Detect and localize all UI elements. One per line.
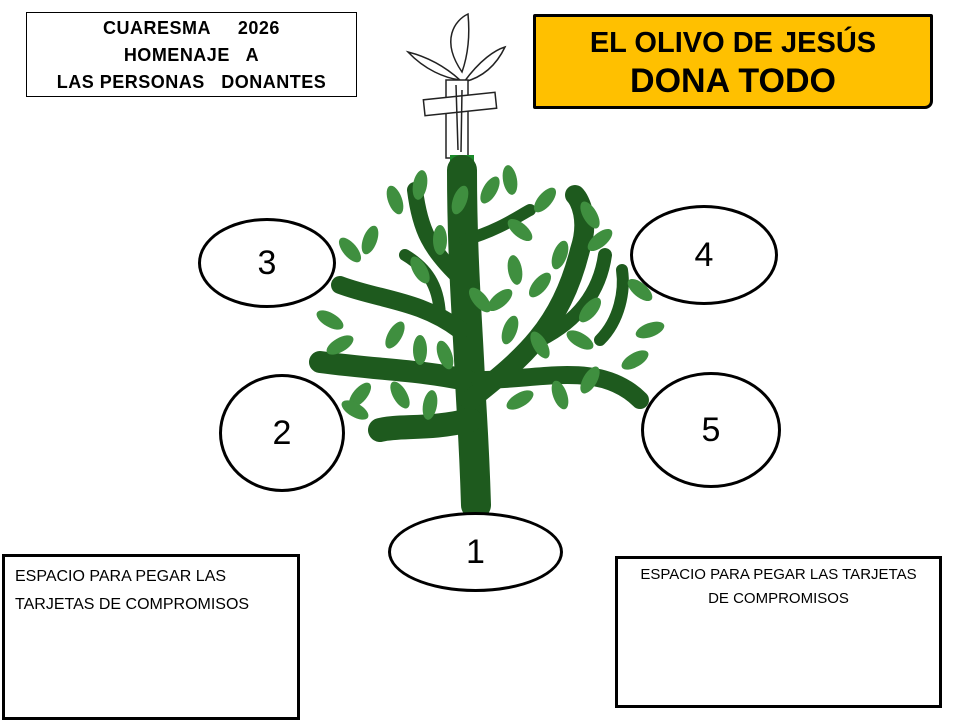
oval-number: 1: [466, 532, 485, 571]
leaf-icon: [385, 321, 405, 349]
leaf-icon: [433, 225, 447, 255]
leaf-icon: [551, 380, 569, 410]
leaf-icon: [507, 218, 533, 242]
leaf-icon: [341, 400, 369, 420]
leaf-icon: [580, 366, 600, 394]
leaf-icon: [551, 240, 569, 270]
leaf-icon: [566, 330, 594, 350]
title-line-2: HOMENAJE A: [123, 45, 260, 65]
oval-number: 2: [272, 413, 292, 452]
leaf-icon: [627, 278, 653, 302]
banner-subtitle: DONA TODO: [630, 62, 836, 100]
leaf-icon: [348, 382, 372, 408]
card-label-left: ESPACIO PARA PEGAR LAS TARJETAS DE COMPR…: [15, 568, 250, 613]
donor-oval-2: 2: [219, 374, 345, 492]
leaf-icon: [578, 297, 602, 323]
leaf-icon: [386, 185, 404, 215]
oval-number: 4: [694, 235, 714, 274]
commitment-cards-area-right: ESPACIO PARA PEGAR LAS TARJETAS DE COMPR…: [615, 556, 942, 708]
leaf-icon: [533, 187, 557, 213]
leaf-icon: [502, 165, 518, 195]
scroll-banner: EL OLIVO DE JESÚS DONA TODO: [533, 14, 933, 109]
leaf-icon: [436, 340, 454, 370]
donor-oval-1: 1: [388, 512, 563, 592]
leaf-icon: [422, 390, 438, 420]
leaf-icon: [451, 185, 469, 215]
leaf-icon: [361, 225, 379, 255]
leaf-icon: [413, 335, 427, 365]
leaf-icon: [412, 170, 428, 200]
leaf-icon: [635, 321, 665, 339]
title-line-1: CUARESMA 2026: [103, 18, 280, 38]
leaf-icon: [621, 350, 649, 370]
leaf-icon: [410, 256, 430, 284]
cross-sprout-icon: [405, 12, 507, 159]
leaf-icon: [528, 272, 552, 298]
leaf-icon: [530, 331, 550, 359]
leaf-icon: [501, 315, 519, 345]
leaf-icon: [487, 288, 513, 312]
leaf-icon: [580, 201, 600, 229]
leaf-icon: [480, 176, 500, 204]
leaf-icon: [316, 310, 344, 330]
donor-oval-5: 5: [641, 372, 781, 488]
tree-leaves: [316, 165, 665, 420]
donor-oval-4: 4: [630, 205, 778, 305]
tree-branches: [309, 155, 649, 520]
leaf-icon: [468, 287, 492, 313]
leaf-icon: [587, 228, 613, 252]
leaf-icon: [390, 381, 410, 409]
leaf-icon: [326, 335, 354, 355]
leaf-icon: [338, 237, 362, 263]
leaf-icon: [506, 390, 534, 410]
leaf-icon: [507, 255, 523, 285]
card-label-right: ESPACIO PARA PEGAR LAS TARJETAS DE COMPR…: [640, 566, 917, 607]
banner-title: EL OLIVO DE JESÚS: [589, 27, 877, 59]
commitment-cards-area-left: ESPACIO PARA PEGAR LAS TARJETAS DE COMPR…: [2, 554, 300, 720]
title-line-3: LAS PERSONAS DONANTES: [56, 72, 327, 92]
oval-number: 3: [257, 243, 277, 282]
oval-number: 5: [701, 410, 721, 449]
donor-oval-3: 3: [198, 218, 336, 308]
